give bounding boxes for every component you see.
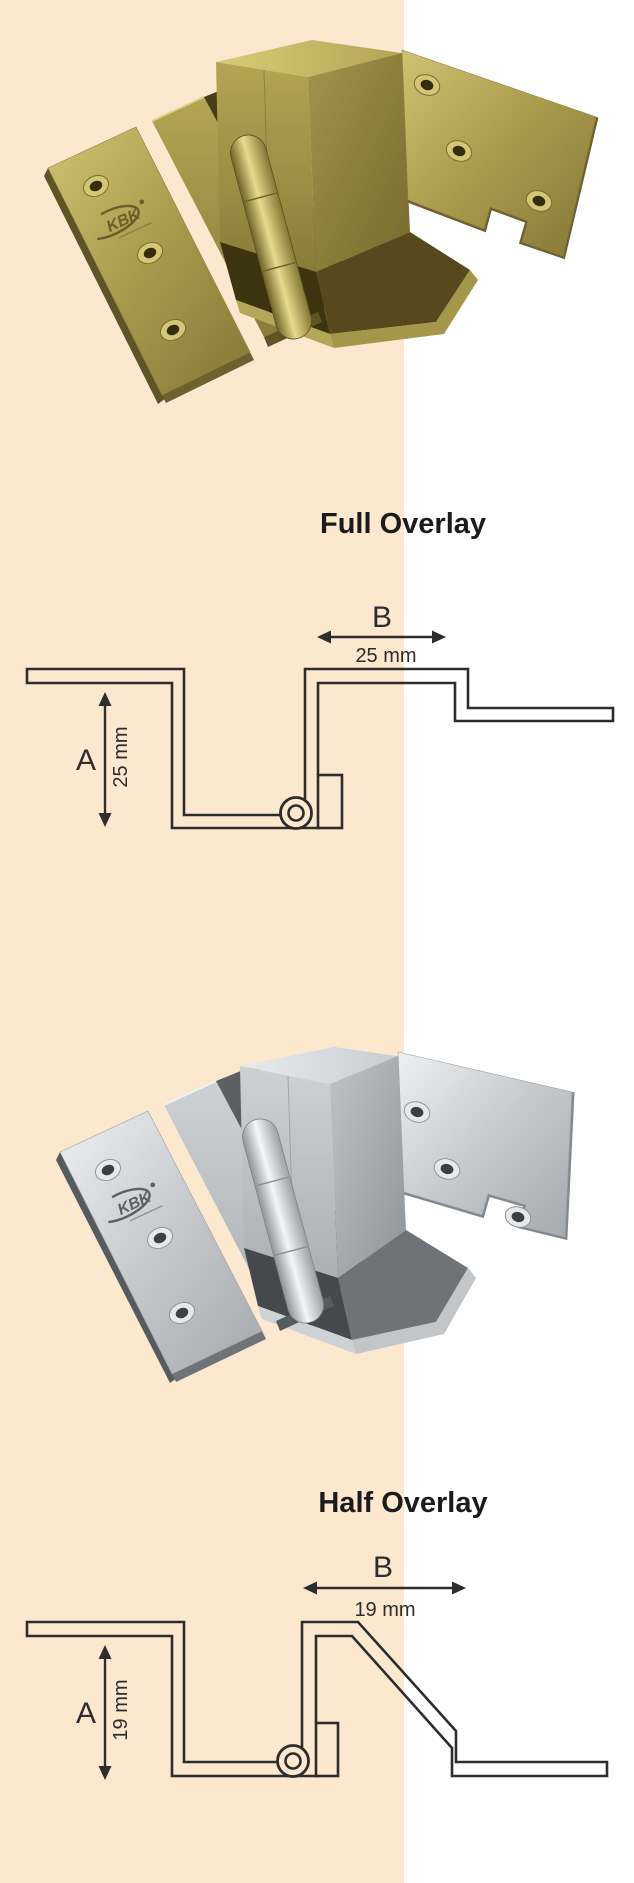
leaf-flange-rect <box>314 1721 340 1778</box>
screw-hole <box>525 190 553 212</box>
diagram-half-overlay: B 19 mm A 19 mm <box>25 1551 609 1780</box>
left-leaf-outline <box>25 667 298 830</box>
dim-a-value: 25 mm <box>110 726 132 787</box>
screw-hole <box>403 1101 431 1123</box>
brass-right-plate <box>401 49 599 260</box>
dimension-a: A 25 mm <box>76 692 132 827</box>
screw-hole <box>504 1206 532 1228</box>
screw-hole <box>146 1226 174 1250</box>
screw-hole <box>433 1158 461 1180</box>
screw-hole <box>168 1301 196 1325</box>
dim-a-letter: A <box>76 744 96 777</box>
knuckle-inner-circle <box>284 1752 302 1770</box>
screw-hole <box>82 174 110 198</box>
dim-b-letter: B <box>373 1551 393 1584</box>
screw-hole <box>159 318 187 342</box>
dim-b-letter: B <box>372 601 392 634</box>
dim-a-letter: A <box>76 1697 96 1730</box>
dim-b-value: 19 mm <box>354 1599 415 1621</box>
diagram-full-overlay: B 25 mm A 25 mm <box>25 601 615 830</box>
screw-hole <box>413 74 441 96</box>
silver-right-plate <box>397 1051 575 1241</box>
right-leaf-outline <box>303 667 615 802</box>
brass-knuckle <box>230 134 312 340</box>
heading-full-overlay: Full Overlay <box>319 508 487 540</box>
screw-hole <box>445 140 473 162</box>
screw-hole <box>136 241 164 265</box>
screw-hole <box>94 1158 122 1182</box>
dimension-b: B 25 mm <box>317 601 446 667</box>
silver-left-plate: KBK <box>56 1110 266 1383</box>
dim-a-value: 19 mm <box>110 1679 132 1740</box>
brass-center-box <box>216 40 410 272</box>
dimension-a: A 19 mm <box>76 1645 132 1780</box>
hinge-image-full-overlay: KBK <box>44 40 599 404</box>
kbk-logo: KBK <box>108 1182 163 1224</box>
dim-b-value: 25 mm <box>355 645 416 667</box>
left-leaf-outline <box>25 1620 295 1778</box>
right-leaf-outline <box>300 1620 609 1778</box>
heading-half-overlay: Half Overlay <box>318 1487 488 1519</box>
leaf-flange-rect <box>316 773 344 830</box>
hinge-image-half-overlay: KBK <box>56 1047 575 1383</box>
silver-knuckle <box>242 1118 324 1324</box>
knuckle-inner-circle <box>287 804 305 822</box>
brass-left-plate: KBK <box>44 126 254 404</box>
dimension-b: B 19 mm <box>303 1551 466 1621</box>
